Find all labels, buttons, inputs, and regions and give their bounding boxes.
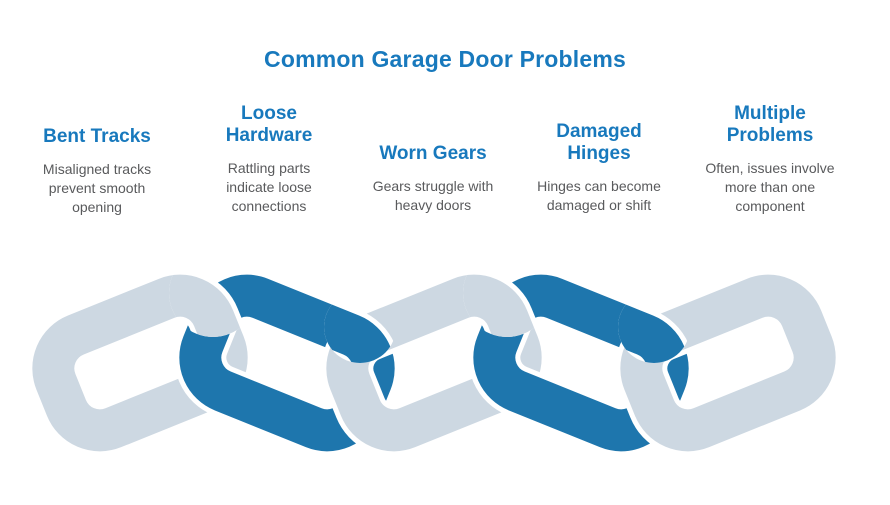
problem-heading: Multiple Problems [726,103,814,146]
problem-heading: Bent Tracks [43,126,151,147]
chain-illustration [0,255,890,505]
problem-column-worn-gears: Worn Gears Gears struggle with heavy doo… [357,143,509,215]
infographic-title: Common Garage Door Problems [264,46,626,72]
problem-column-bent-tracks: Bent Tracks Misaligned tracks prevent sm… [22,126,172,217]
chain-link-5 [630,285,825,441]
problem-column-multiple-problems: Multiple Problems Often, issues involve … [690,103,850,216]
problem-description: Hinges can become damaged or shift [537,178,661,213]
problem-description: Gears struggle with heavy doors [372,178,494,213]
problem-column-loose-hardware: Loose Hardware Rattling parts indicate l… [199,103,339,216]
problem-heading: Damaged Hinges [556,121,642,164]
problem-column-damaged-hinges: Damaged Hinges Hinges can become damaged… [523,121,675,215]
problem-description: Misaligned tracks prevent smooth opening [42,161,152,215]
problem-heading: Worn Gears [379,143,487,164]
problem-description: Rattling parts indicate loose connection… [226,160,312,214]
problem-description: Often, issues involve more than one comp… [705,160,835,214]
problem-heading: Loose Hardware [225,103,313,146]
